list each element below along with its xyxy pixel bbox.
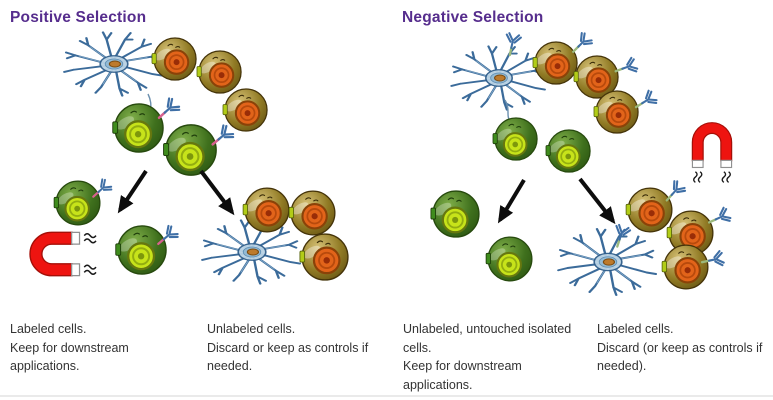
dendritic-cell-icon xyxy=(450,45,546,111)
negative-panel-graphics xyxy=(429,30,732,297)
orange-cell-icon xyxy=(288,190,336,236)
dendritic-cell-icon xyxy=(201,219,302,285)
horseshoe-magnet-icon xyxy=(36,232,96,275)
green-cell-icon xyxy=(491,116,539,162)
horseshoe-magnet-icon xyxy=(692,128,731,182)
green-cell-icon xyxy=(111,102,165,154)
caption-labeled-cells-negative: Labeled cells. Discard (or keep as contr… xyxy=(597,322,763,373)
caption-unlabeled-cells-negative: Unlabeled, untouched isolated cells. Kee… xyxy=(403,322,572,392)
orange-cell-icon xyxy=(625,187,673,233)
caption-labeled-cells-positive: Labeled cells. Keep for downstream appli… xyxy=(10,322,129,373)
green-cell-icon xyxy=(544,128,592,174)
orange-cell-icon xyxy=(242,187,290,233)
orange-cell-icon xyxy=(661,244,709,290)
green-cell-icon xyxy=(485,236,533,282)
down-arrow-icon xyxy=(497,178,526,224)
orange-cell-icon xyxy=(531,40,579,86)
bottom-divider xyxy=(0,395,773,397)
green-cell-icon xyxy=(114,224,168,276)
caption-unlabeled-cells-positive: Unlabeled cells. Discard or keep as cont… xyxy=(207,322,369,373)
green-cell-icon xyxy=(429,189,481,239)
down-arrow-icon xyxy=(117,169,148,214)
green-cell-icon xyxy=(162,123,218,177)
positive-selection-title: Positive Selection xyxy=(10,9,147,26)
orange-cell-icon xyxy=(221,87,269,133)
orange-cell-icon xyxy=(195,49,243,95)
positive-panel-graphics xyxy=(36,31,350,285)
down-arrow-icon xyxy=(578,177,616,225)
dendritic-cell-icon xyxy=(63,31,164,97)
orange-cell-icon xyxy=(150,36,198,82)
orange-cell-icon xyxy=(298,232,350,282)
green-cell-icon xyxy=(53,180,101,226)
down-arrow-icon xyxy=(199,169,235,216)
negative-selection-title: Negative Selection xyxy=(402,9,544,26)
dendritic-cell-icon xyxy=(557,227,658,297)
